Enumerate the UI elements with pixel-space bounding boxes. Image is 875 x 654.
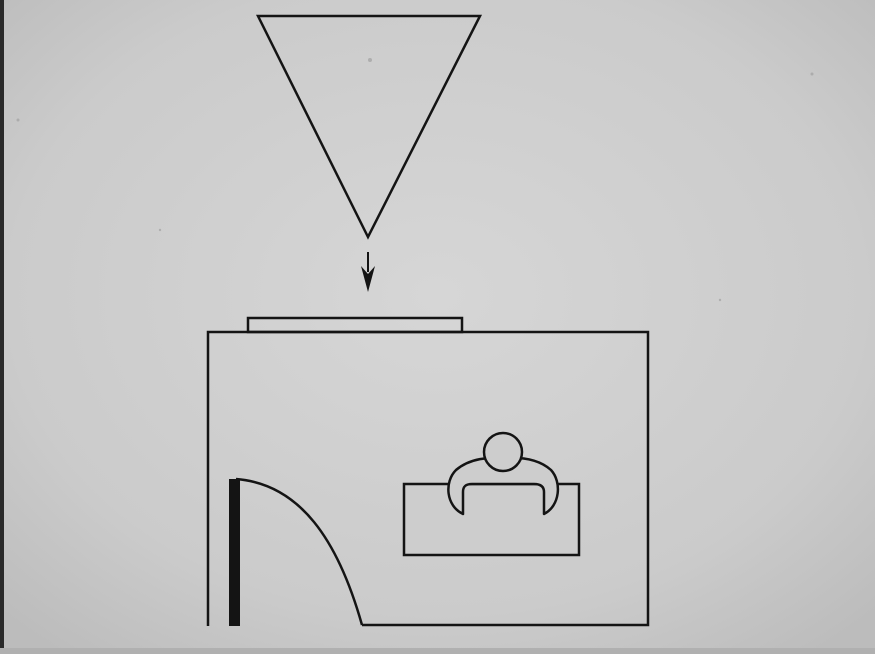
scan-bottom-edge [0, 648, 875, 654]
person-head [482, 431, 524, 473]
inverted-triangle [255, 14, 483, 240]
door-swing-arc [235, 477, 364, 626]
door-wall-bar [229, 479, 240, 626]
scan-specks [16, 58, 814, 302]
person-arms [447, 456, 560, 516]
room-outline [206, 330, 650, 627]
scan-left-edge [0, 0, 4, 654]
down-arrow [361, 252, 375, 292]
